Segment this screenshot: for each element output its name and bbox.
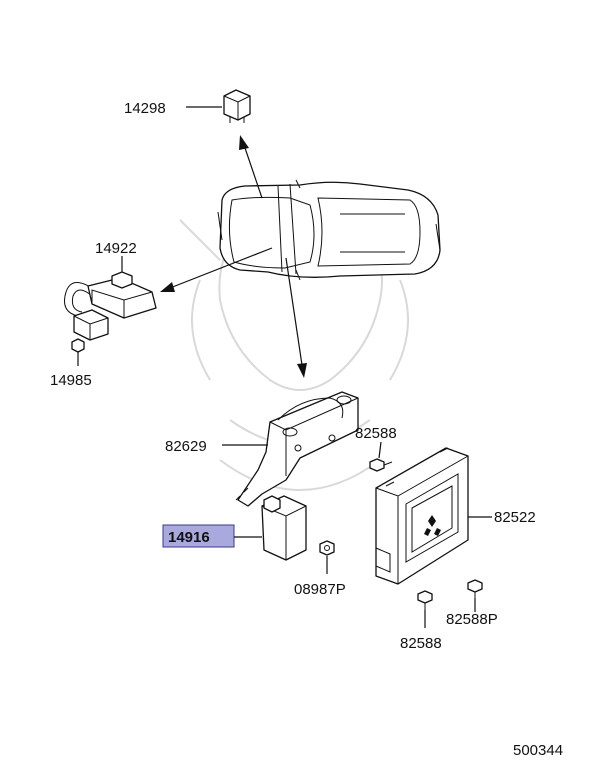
vehicle-outline [217, 179, 441, 281]
label-14298: 14298 [124, 100, 166, 117]
bolt-right-part[interactable] [467, 579, 483, 598]
label-82522: 82522 [494, 509, 536, 526]
relay-unit-part[interactable] [261, 495, 307, 561]
pointer-arrows [160, 135, 307, 378]
label-82588P: 82588P [446, 611, 498, 628]
highlight-box [162, 524, 235, 548]
sensor-nut-part[interactable] [71, 338, 85, 353]
control-unit-part[interactable] [375, 447, 469, 585]
sensor-harness-part[interactable] [64, 271, 157, 341]
bolt-lower-part[interactable] [417, 590, 433, 610]
label-14922: 14922 [95, 240, 137, 257]
label-82629: 82629 [165, 438, 207, 455]
label-14985: 14985 [50, 372, 92, 389]
relay-top-part[interactable] [223, 89, 251, 123]
label-14916[interactable]: 14916 [168, 529, 210, 546]
diagram-number: 500344 [513, 742, 563, 759]
bracket-part[interactable] [235, 391, 359, 507]
bolt-upper-part[interactable] [369, 458, 393, 472]
manufacturer-logo-icon [424, 515, 441, 536]
label-82588-lower: 82588 [400, 635, 442, 652]
label-82588-upper: 82588 [355, 425, 397, 442]
label-08987P: 08987P [294, 581, 346, 598]
small-nut-part[interactable] [319, 540, 335, 556]
